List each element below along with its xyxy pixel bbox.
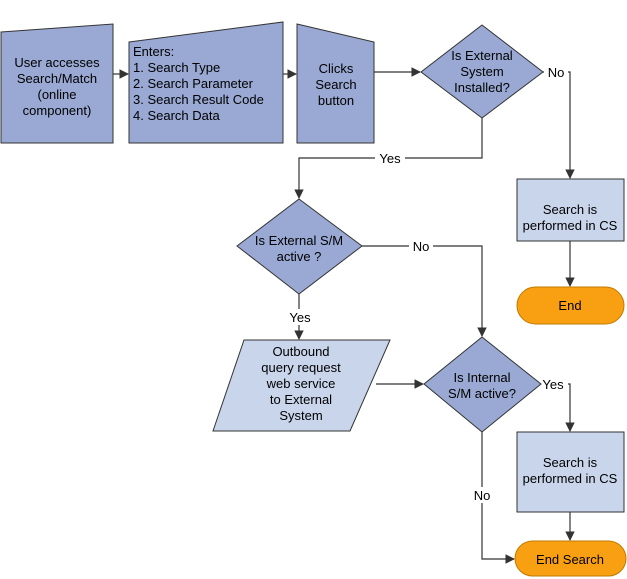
label-line: User accesses <box>14 55 100 70</box>
label-line: button <box>318 93 354 108</box>
label-line: S/M active? <box>448 386 516 401</box>
label-line: Enters: <box>133 44 174 59</box>
label-line: Search <box>315 77 356 92</box>
label-line: Clicks <box>319 61 354 76</box>
label-line: to External <box>270 392 332 407</box>
label-line: component) <box>23 103 92 118</box>
label-line: End Search <box>536 552 604 567</box>
terminal-end-search <box>514 540 627 577</box>
label-line: (online <box>37 87 76 102</box>
label-line: performed in CS <box>523 218 618 233</box>
manual-input-user-access <box>0 23 114 144</box>
label-line: Is External <box>451 48 513 63</box>
label-line: query request <box>261 360 341 375</box>
edge-ext-active-no <box>362 245 487 337</box>
data-outbound-query <box>212 339 391 432</box>
decision-int-sm-active <box>423 336 542 433</box>
label-end-search: End Search <box>536 552 604 567</box>
decision-ext-sm-active <box>236 198 363 295</box>
edge-installed-no <box>543 71 575 179</box>
label-line: 1. Search Type <box>133 60 220 75</box>
label-line: active ? <box>277 249 322 264</box>
label-line: Is Internal <box>453 370 510 385</box>
label-line: 3. Search Result Code <box>133 92 264 107</box>
label-line: 4. Search Data <box>133 108 220 123</box>
edge-label-int-active-no: No <box>474 488 491 503</box>
manual-input-enters <box>128 21 284 144</box>
process-cs-search-1 <box>516 178 625 242</box>
label-line: 2. Search Parameter <box>133 76 254 91</box>
label-line: System <box>279 408 322 423</box>
label-line: Outbound <box>272 344 329 359</box>
edge-label-installed-yes: Yes <box>379 151 401 166</box>
edge-label-ext-active-no: No <box>413 239 430 254</box>
label-line: Installed? <box>454 80 510 95</box>
label-line: performed in CS <box>523 471 618 486</box>
label-line: Search is <box>543 202 598 217</box>
label-end: End <box>558 298 581 313</box>
label-line: web service <box>266 376 336 391</box>
label-line: System <box>460 64 503 79</box>
edge-label-installed-no: No <box>548 65 565 80</box>
decision-ext-installed <box>420 24 544 119</box>
label-line: End <box>558 298 581 313</box>
manual-input-clicks <box>296 23 375 144</box>
label-line: Search is <box>543 455 598 470</box>
edge-label-ext-active-yes: Yes <box>289 310 311 325</box>
label-line: Search/Match <box>17 71 97 86</box>
label-line: Is External S/M <box>255 233 343 248</box>
edge-int-active-no <box>481 432 515 564</box>
process-cs-search-2 <box>516 431 625 513</box>
terminal-end <box>516 286 625 325</box>
edge-label-int-active-yes: Yes <box>542 377 564 392</box>
